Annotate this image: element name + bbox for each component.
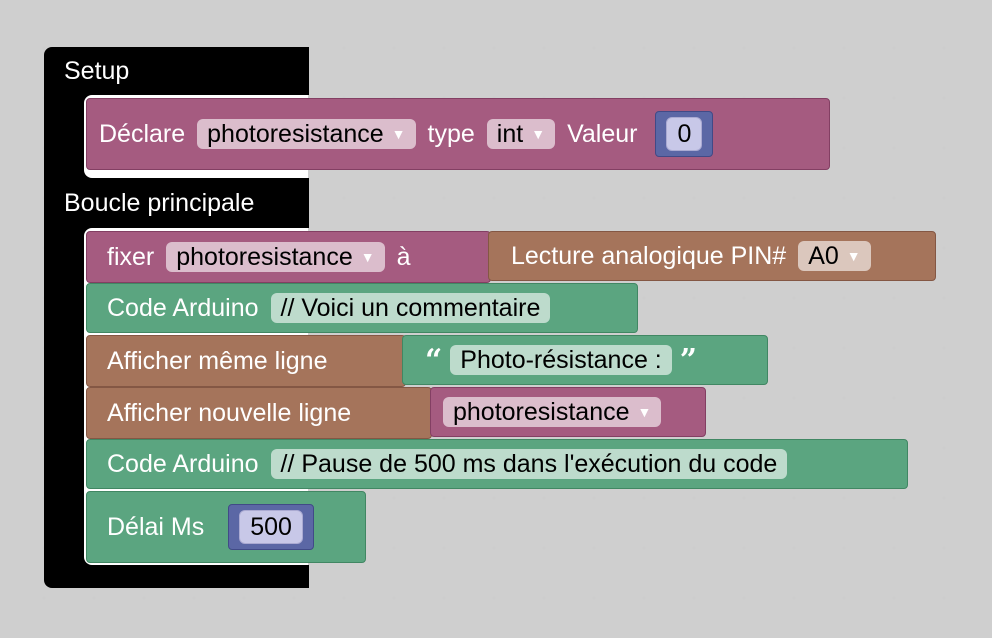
declare-label: Déclare: [99, 119, 186, 148]
text-field[interactable]: Photo-résistance :: [450, 345, 672, 375]
set-variable-dropdown[interactable]: photoresistance ▼: [166, 242, 385, 272]
print-new-line-block[interactable]: Afficher nouvelle ligne: [86, 387, 432, 439]
set-variable-block[interactable]: fixer photoresistance ▼ à: [86, 231, 491, 283]
declare-block[interactable]: Déclare photoresistance ▼ type int ▼ Val…: [86, 98, 830, 170]
set-to-label: à: [396, 242, 411, 271]
code-value: // Pause de 500 ms dans l'exécution du c…: [280, 450, 778, 478]
declare-variable-dropdown[interactable]: photoresistance ▼: [197, 119, 416, 149]
analog-read-label: Lecture analogique PIN#: [511, 241, 787, 270]
declare-type-dropdown[interactable]: int ▼: [486, 119, 556, 149]
delay-label: Délai Ms: [107, 512, 205, 541]
code-field[interactable]: // Pause de 500 ms dans l'exécution du c…: [270, 449, 788, 479]
pin-value: A0: [808, 242, 839, 270]
print-same-line-block[interactable]: Afficher même ligne: [86, 335, 406, 387]
dropdown-arrow-icon: ▼: [360, 249, 375, 265]
text-value: Photo-résistance :: [460, 346, 662, 374]
pin-dropdown[interactable]: A0 ▼: [798, 241, 871, 271]
arduino-code-block[interactable]: Code Arduino // Pause de 500 ms dans l'e…: [86, 439, 908, 489]
variable-get-dropdown[interactable]: photoresistance ▼: [443, 397, 662, 427]
number-field[interactable]: 500: [239, 510, 303, 544]
open-quote-icon: “: [425, 342, 443, 378]
arduino-code-block[interactable]: Code Arduino // Voici un commentaire: [86, 283, 638, 333]
variable-get-block[interactable]: photoresistance ▼: [430, 387, 706, 437]
dropdown-arrow-icon: ▼: [531, 126, 546, 142]
set-variable-value: photoresistance: [176, 243, 353, 271]
print-same-label: Afficher même ligne: [107, 346, 328, 375]
declare-value-label: Valeur: [567, 119, 638, 148]
variable-get-value: photoresistance: [453, 398, 630, 426]
main-block-setup-header: [264, 47, 309, 95]
declare-type-label: type: [427, 119, 475, 148]
code-label: Code Arduino: [107, 293, 259, 322]
code-field[interactable]: // Voici un commentaire: [270, 293, 551, 323]
code-label: Code Arduino: [107, 449, 259, 478]
dropdown-arrow-icon: ▼: [391, 126, 406, 142]
close-quote-icon: ”: [679, 342, 698, 378]
number-field[interactable]: 0: [666, 117, 703, 151]
code-value: // Voici un commentaire: [280, 294, 541, 322]
dropdown-arrow-icon: ▼: [846, 248, 861, 264]
main-block-loop-header: [264, 178, 309, 228]
number-block[interactable]: 0: [655, 111, 714, 157]
setup-label: Setup: [64, 57, 130, 85]
delay-block[interactable]: Délai Ms 500: [86, 491, 366, 563]
print-new-label: Afficher nouvelle ligne: [107, 398, 352, 427]
main-block-footer: [264, 565, 309, 588]
number-block[interactable]: 500: [228, 504, 314, 550]
dropdown-arrow-icon: ▼: [637, 404, 652, 420]
declare-type-value: int: [496, 120, 524, 148]
loop-label: Boucle principale: [64, 189, 255, 217]
set-label: fixer: [107, 242, 155, 271]
analog-read-block[interactable]: Lecture analogique PIN# A0 ▼: [488, 231, 936, 281]
declare-variable-value: photoresistance: [207, 120, 384, 148]
text-block[interactable]: “ Photo-résistance : ”: [402, 335, 768, 385]
